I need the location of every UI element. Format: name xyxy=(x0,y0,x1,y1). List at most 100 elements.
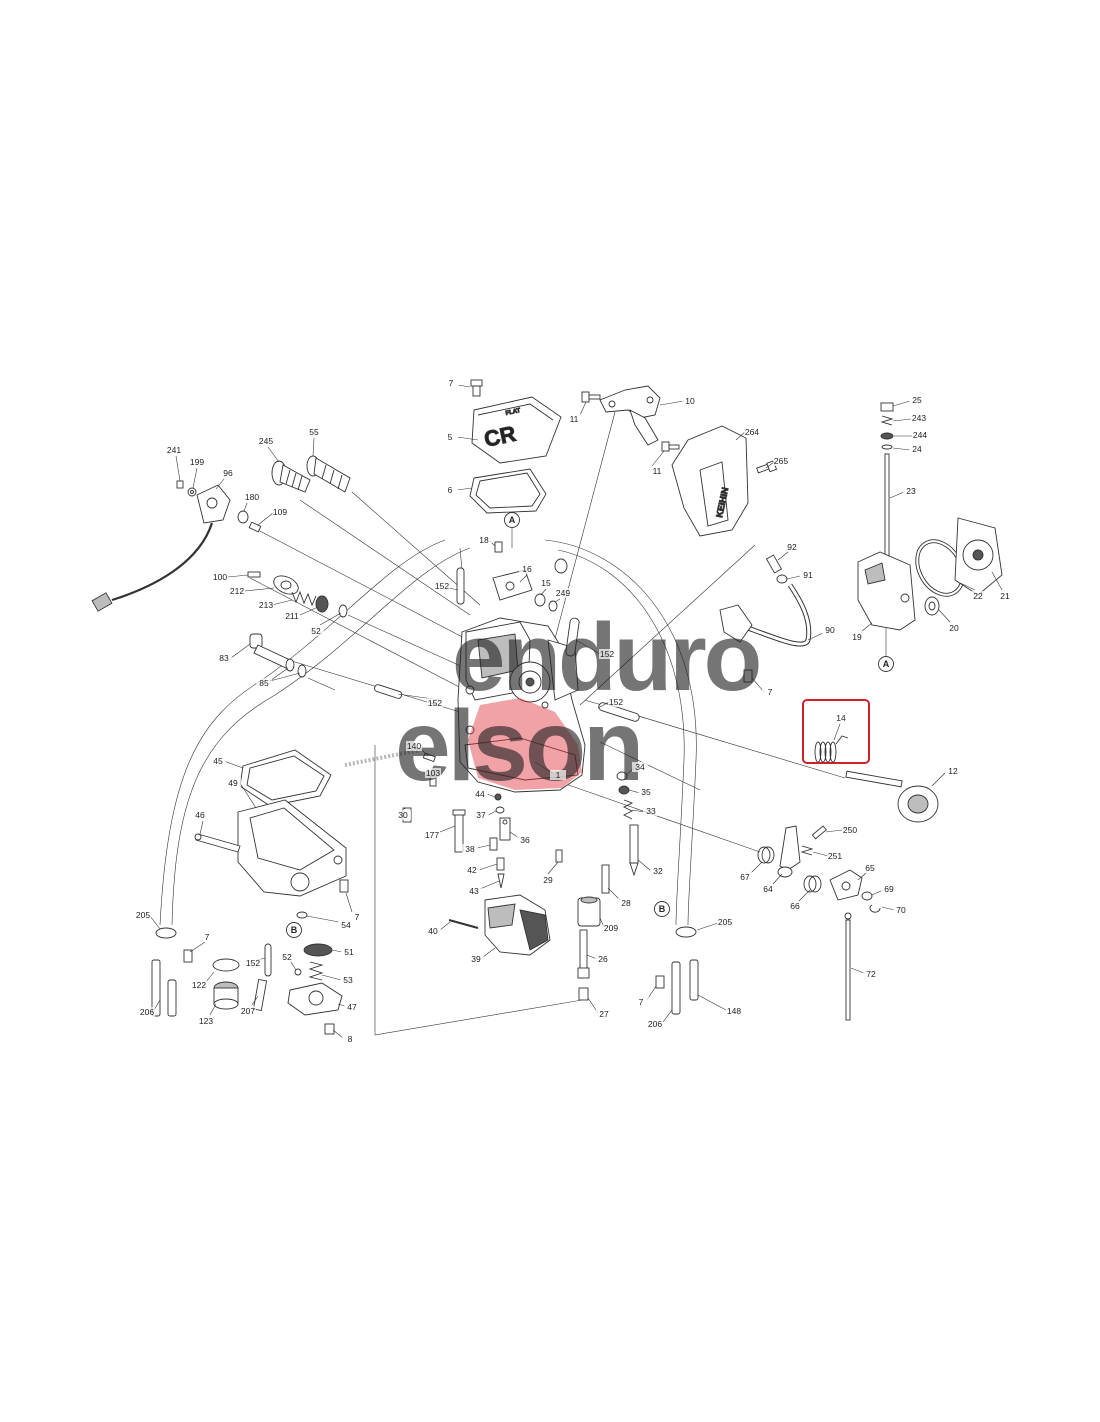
leader-line xyxy=(345,892,353,913)
callout-label: 52 xyxy=(311,626,321,636)
part-206-hose-right-shape xyxy=(671,961,681,1015)
part-55-screw xyxy=(306,455,351,493)
part-249-washer xyxy=(548,600,558,612)
callout-background xyxy=(618,898,634,908)
leader-line xyxy=(850,967,865,974)
part-85-o-rings xyxy=(285,658,307,678)
part-152-tube-b-shape xyxy=(565,617,580,657)
part-47-cover-shape xyxy=(308,990,324,1006)
part-96-sensor-shape xyxy=(206,497,218,509)
leader-line xyxy=(306,915,340,923)
part-24-clip xyxy=(881,444,893,450)
leader-line xyxy=(332,1029,344,1039)
part-206-hoses-left xyxy=(151,959,177,1017)
leader-line xyxy=(772,873,783,885)
callout-background xyxy=(800,570,816,580)
callout-label: 44 xyxy=(475,789,485,799)
callout-background xyxy=(726,1006,742,1016)
callout-label: 243 xyxy=(912,413,926,423)
callout-background xyxy=(784,542,800,552)
callout-background xyxy=(638,787,654,797)
leader-line xyxy=(881,906,895,911)
part-29-jet xyxy=(555,849,563,863)
leader-line xyxy=(189,941,206,953)
part-40-pin-shape xyxy=(448,919,479,929)
callout-label: 91 xyxy=(803,570,813,580)
callout-background xyxy=(833,713,849,723)
callout-background xyxy=(442,485,458,495)
callout-label: 10 xyxy=(685,396,695,406)
callout-background xyxy=(682,396,698,406)
part-212-plate-shape xyxy=(280,580,292,590)
part-177-screw-shape xyxy=(452,809,466,816)
part-14-spring-shape xyxy=(824,741,832,763)
part-1-carburetor-body-shape xyxy=(465,725,475,735)
part-7-screw-bowl-shape xyxy=(339,879,349,893)
callout-background xyxy=(881,884,897,894)
part-14-highlight-box xyxy=(802,699,870,764)
construction-lines-shape xyxy=(299,499,471,616)
part-39-float-shape xyxy=(487,903,516,929)
part-90-hose-shape xyxy=(719,604,753,643)
callout-label: 12 xyxy=(948,766,958,776)
callout-label: 53 xyxy=(343,975,353,985)
callout-background xyxy=(909,444,925,454)
callout-background xyxy=(306,427,322,437)
part-52-o-ring xyxy=(338,604,348,618)
part-100-screw-shape xyxy=(247,571,261,578)
part-72-rod xyxy=(844,912,852,1021)
part-7-screw-left xyxy=(183,949,193,963)
leader-line xyxy=(403,807,407,810)
part-85-o-rings-shape xyxy=(297,664,307,678)
part-244-washer xyxy=(880,432,894,440)
callout-background xyxy=(903,486,919,496)
part-199-washer-shape xyxy=(190,490,194,494)
callout-label: 249 xyxy=(556,588,570,598)
callout-background xyxy=(945,766,961,776)
part-211-washer xyxy=(315,595,329,613)
callout-label: 70 xyxy=(896,905,906,915)
callout-background xyxy=(198,1016,214,1026)
part-250-screw xyxy=(811,825,827,840)
part-55-screw-shape xyxy=(337,474,343,490)
part-140-screw-shape xyxy=(422,752,436,763)
leader-line xyxy=(267,446,280,463)
callout-background xyxy=(189,457,205,467)
leader-line xyxy=(439,825,456,833)
reference-marker-label: B xyxy=(659,904,666,914)
callout-label: 5 xyxy=(448,432,453,442)
leader-line xyxy=(889,491,905,499)
leader-line xyxy=(321,974,342,981)
callout-background xyxy=(970,591,986,601)
callout-label: 8 xyxy=(348,1034,353,1044)
part-15-washer-shape xyxy=(534,593,546,607)
callout-label: 11 xyxy=(570,414,579,424)
part-65-bracket-shape xyxy=(841,881,851,891)
callout-label: 42 xyxy=(467,865,477,875)
part-33-spring-shape xyxy=(622,799,634,820)
leader-line xyxy=(448,587,459,591)
callout-label: 122 xyxy=(192,980,206,990)
callout-label: 264 xyxy=(745,427,759,437)
part-96-sensor xyxy=(91,484,231,612)
part-14-spring xyxy=(814,735,849,763)
callout-label: 180 xyxy=(245,492,259,502)
part-72-rod-shape xyxy=(845,919,851,1021)
callout-background xyxy=(540,875,556,885)
part-54-washer xyxy=(296,911,308,919)
part-11-screw-a-shape xyxy=(581,391,590,403)
callout-background xyxy=(912,430,928,440)
callout-background xyxy=(466,886,482,896)
callout-label: 1 xyxy=(556,770,561,780)
callout-background xyxy=(427,698,443,708)
callout-background xyxy=(643,806,659,816)
callout-background xyxy=(862,863,878,873)
part-32-needle-shape xyxy=(629,824,639,864)
callout-background xyxy=(650,866,666,876)
callout-background xyxy=(464,865,480,875)
part-207-tube-shape xyxy=(252,979,268,1011)
part-1-carburetor-body-shape xyxy=(465,685,475,695)
part-245-screw xyxy=(271,460,311,493)
leader-line xyxy=(230,643,251,659)
callout-background xyxy=(279,952,295,962)
